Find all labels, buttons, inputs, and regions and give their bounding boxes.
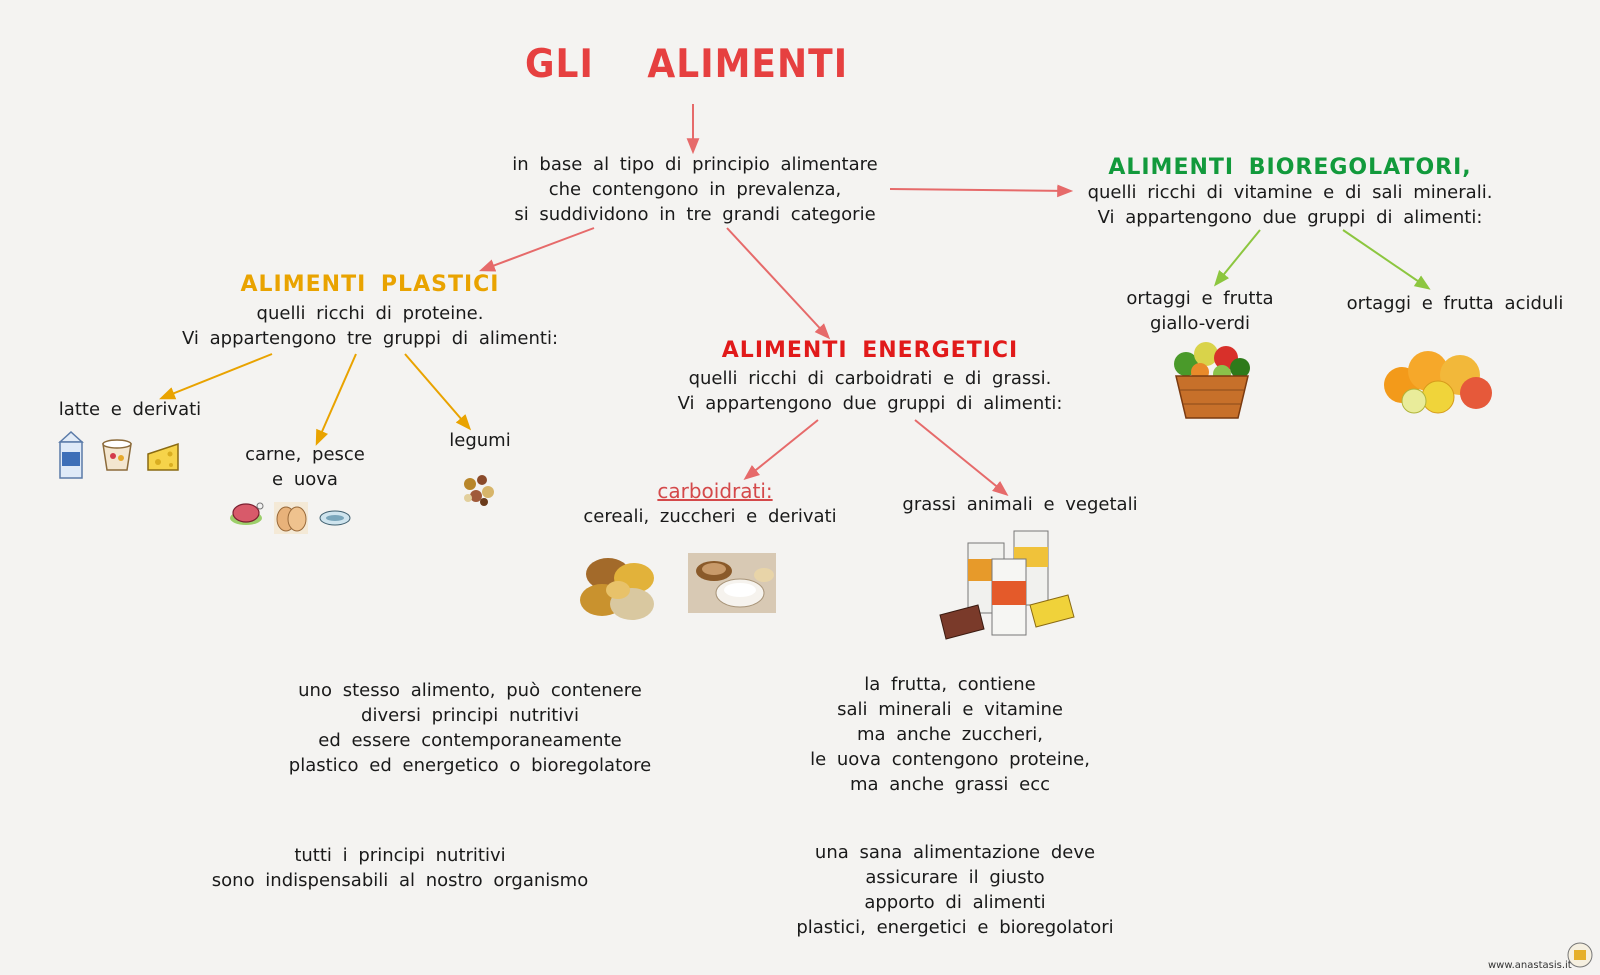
group-carne: carne, pesce e uova bbox=[245, 444, 365, 490]
citrus-icon bbox=[1384, 351, 1492, 414]
grassi-label: grassi animali e vegetali bbox=[902, 494, 1138, 515]
arrow-bio-giallo bbox=[1213, 229, 1261, 287]
plastici-heading: ALIMENTI PLASTICI bbox=[240, 272, 500, 297]
arrow-intro-energetici bbox=[726, 227, 831, 340]
group-giallo-verdi: ortaggi e frutta giallo-verdi bbox=[1126, 288, 1274, 334]
fish-icon bbox=[319, 510, 351, 526]
arrow-plastici-legumi bbox=[404, 353, 472, 431]
bioregolatori-heading: ALIMENTI BIOREGOLATORI, bbox=[1108, 155, 1472, 180]
arrow-energetici-carbo bbox=[743, 419, 819, 481]
arrow-plastici-latte bbox=[159, 353, 273, 400]
meat-icon bbox=[230, 502, 264, 525]
intro-text: in base al tipo di principio alimentare … bbox=[512, 154, 878, 225]
cans-icon bbox=[939, 530, 1075, 640]
plastici-desc: quelli ricchi di proteine. Vi appartengo… bbox=[181, 303, 559, 349]
arrow-bio-aciduli bbox=[1342, 229, 1431, 290]
note-frutta: la frutta, contiene sali minerali e vita… bbox=[810, 674, 1090, 795]
group-aciduli: ortaggi e frutta aciduli bbox=[1346, 293, 1564, 314]
group-legumi: legumi bbox=[449, 430, 511, 451]
note-sana-alimentazione: una sana alimentazione deve assicurare i… bbox=[796, 842, 1114, 938]
group-latte: latte e derivati bbox=[58, 399, 202, 420]
energetici-desc: quelli ricchi di carboidrati e di grassi… bbox=[677, 368, 1063, 414]
milk-carton-icon bbox=[58, 430, 84, 479]
note-indispensabili: tutti i principi nutritivi sono indispen… bbox=[211, 845, 589, 891]
energetici-heading: ALIMENTI ENERGETICI bbox=[721, 338, 1019, 363]
page-title: GLI ALIMENTI bbox=[525, 41, 849, 88]
vegetable-basket-icon bbox=[1174, 342, 1250, 419]
cereals-icon bbox=[580, 558, 654, 620]
eggs-icon bbox=[274, 502, 308, 534]
footer-url[interactable]: www.anastasis.it bbox=[1488, 960, 1572, 971]
note-alimento: uno stesso alimento, può contenere diver… bbox=[288, 680, 652, 776]
carboidrati-desc: cereali, zuccheri e derivati bbox=[583, 506, 837, 527]
arrow-energetici-grassi bbox=[914, 419, 1009, 497]
arrow-plastici-carne bbox=[315, 353, 357, 446]
logo-icon bbox=[1567, 942, 1593, 968]
arrow-intro-bioregolatori bbox=[889, 184, 1074, 198]
sugar-bowl-icon bbox=[688, 553, 776, 613]
yogurt-icon bbox=[102, 439, 132, 471]
arrow-intro-plastici bbox=[479, 227, 595, 272]
cheese-icon bbox=[147, 442, 179, 471]
legumes-icon bbox=[464, 475, 494, 506]
bioregolatori-desc: quelli ricchi di vitamine e di sali mine… bbox=[1087, 182, 1493, 228]
carboidrati-label: carboidrati: bbox=[657, 479, 773, 503]
